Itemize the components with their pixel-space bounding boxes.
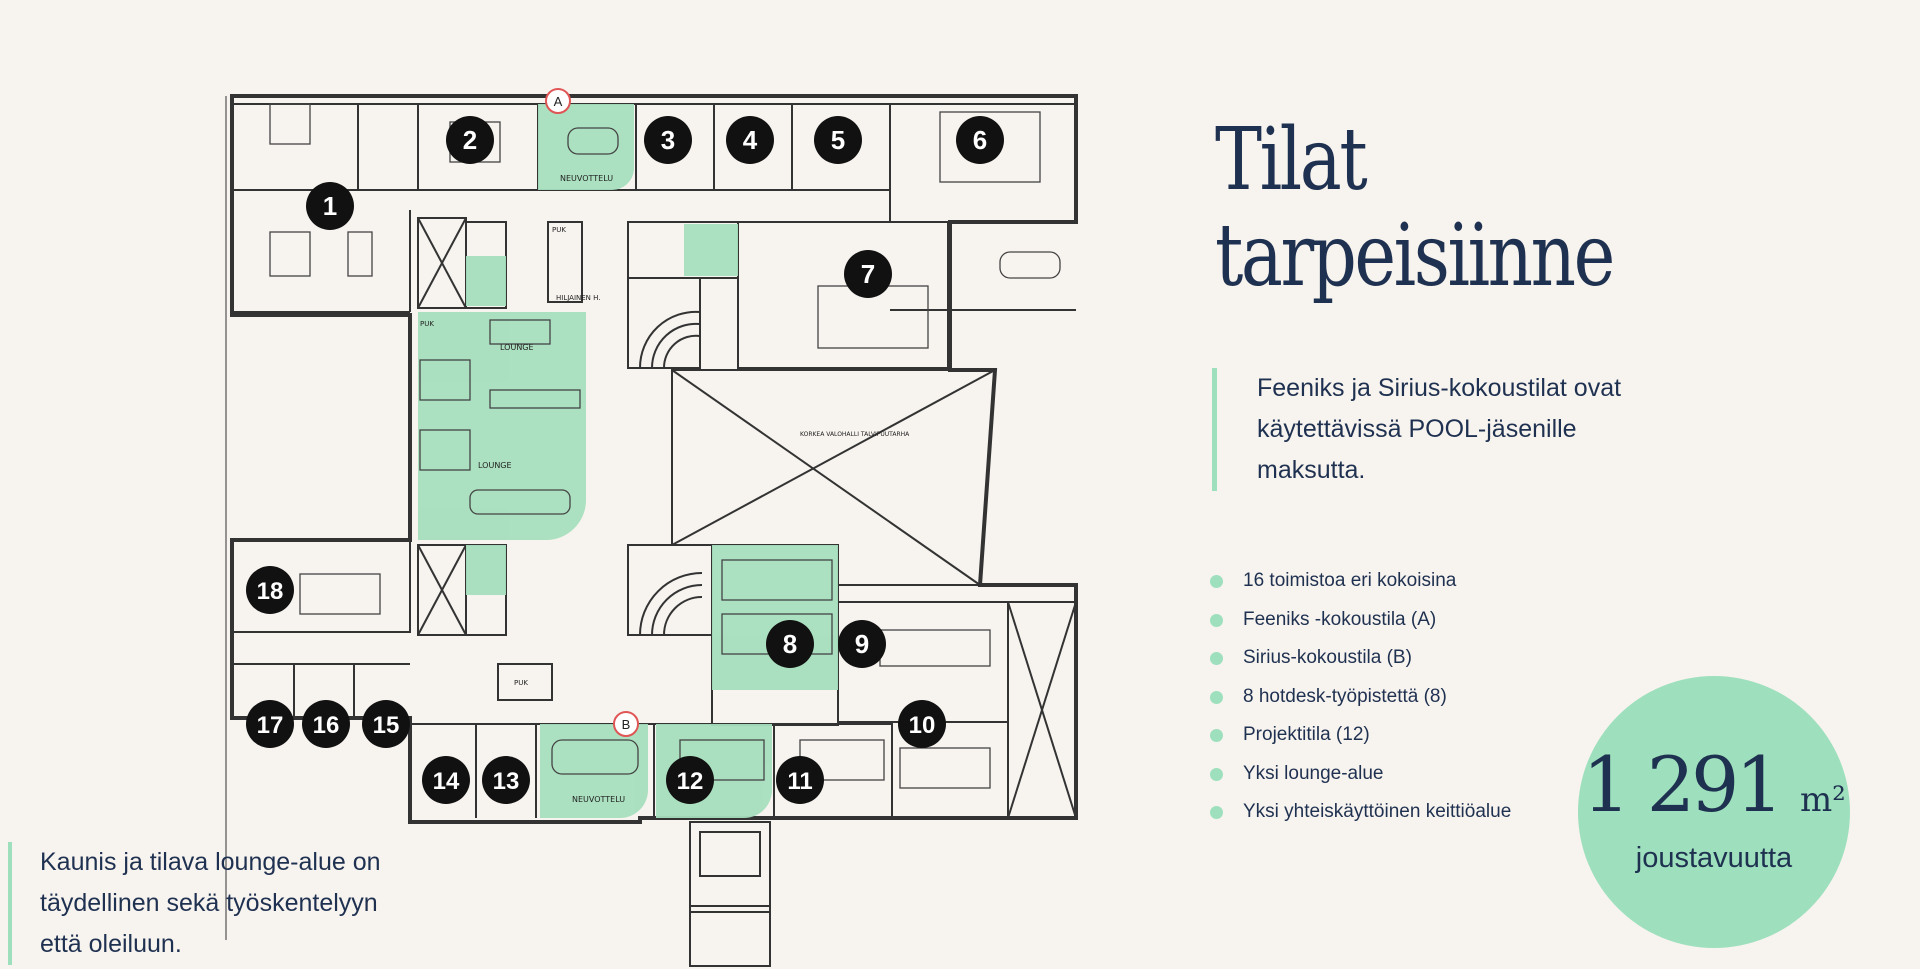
svg-text:9: 9	[855, 629, 869, 659]
bullet-dot-icon	[1210, 613, 1223, 627]
feature-text: Yksi yhteiskäyttöinen keittiöalue	[1243, 801, 1512, 822]
bullet-dot-icon	[1210, 652, 1223, 665]
feature-text: Feeniks -kokoustila (A)	[1243, 608, 1437, 630]
page-title-line-1: Tilat	[1215, 110, 1368, 210]
room-marker-10: 10	[898, 700, 946, 748]
svg-text:18: 18	[257, 578, 284, 605]
bullet-dot-icon	[1210, 690, 1223, 704]
svg-text:2: 2	[463, 125, 477, 155]
room-marker-12: 12	[666, 756, 714, 804]
label-puk-top: PUK	[552, 226, 566, 234]
feature-item: Projektitila (12)	[1208, 716, 1511, 755]
feature-text: Sirius-kokoustila (B)	[1243, 647, 1412, 668]
svg-text:7: 7	[861, 259, 875, 289]
page-title-line-2: tarpeisiinne	[1215, 206, 1615, 306]
room-marker-9: 9	[838, 620, 886, 668]
svg-text:A: A	[554, 94, 563, 109]
intro-quote: Feeniks ja Sirius-kokoustilat ovat käyte…	[1212, 368, 1657, 491]
feature-text: Yksi lounge-alue	[1243, 762, 1384, 784]
label-hiljainen: HILJAINEN H.	[556, 294, 601, 302]
label-lounge-bottom: LOUNGE	[478, 461, 512, 470]
area-unit: m²	[1799, 780, 1846, 820]
bullet-dot-icon	[1210, 806, 1223, 819]
feature-text: 8 hotdesk-työpistettä (8)	[1243, 685, 1447, 707]
svg-text:6: 6	[973, 125, 987, 155]
svg-text:17: 17	[257, 712, 284, 739]
room-marker-18: 18	[246, 566, 294, 614]
svg-text:8: 8	[783, 629, 797, 659]
room-marker-14: 14	[422, 756, 470, 804]
room-marker-2: 2	[446, 116, 494, 164]
svg-text:3: 3	[661, 125, 675, 155]
svg-text:14: 14	[433, 768, 460, 795]
svg-text:10: 10	[909, 712, 936, 739]
floor-plan: NEUVOTTELU NEUVOTTELU LOUNGE LOUNGE KORK…	[225, 88, 1078, 967]
area-number: 1 291	[1582, 740, 1784, 829]
feature-item: Feeniks -kokoustila (A)	[1208, 601, 1511, 640]
room-marker-7: 7	[844, 250, 892, 298]
label-neuvottelu-b: NEUVOTTELU	[572, 795, 625, 804]
label-neuvottelu-a: NEUVOTTELU	[560, 174, 613, 183]
label-puk-bottom: PUK	[514, 679, 528, 687]
feature-item: Sirius-kokoustila (B)	[1208, 639, 1511, 678]
meeting-marker-b: B	[613, 711, 639, 737]
svg-text:12: 12	[677, 768, 704, 795]
area-badge: 1 291 m² joustavuutta	[1578, 676, 1850, 948]
room-marker-8: 8	[766, 620, 814, 668]
feature-item: Yksi yhteiskäyttöinen keittiöalue	[1208, 793, 1511, 832]
room-marker-13: 13	[482, 756, 530, 804]
svg-text:11: 11	[787, 768, 812, 795]
label-light-hall: KORKEA VALOHALLI TALVIPUUTARHA	[800, 431, 910, 438]
lounge-caption: Kaunis ja tilava lounge-alue on täydelli…	[8, 842, 420, 965]
room-marker-5: 5	[814, 116, 862, 164]
feature-text: 16 toimistoa eri kokoisina	[1243, 570, 1457, 591]
room-marker-1: 1	[306, 182, 354, 230]
bullet-dot-icon	[1210, 729, 1223, 742]
room-marker-6: 6	[956, 116, 1004, 164]
svg-text:4: 4	[743, 125, 758, 155]
room-marker-4: 4	[726, 116, 774, 164]
meeting-marker-a: A	[545, 88, 571, 114]
feature-text: Projektitila (12)	[1243, 724, 1370, 745]
area-label: joustavuutta	[1635, 842, 1793, 874]
bullet-dot-icon	[1210, 575, 1223, 588]
label-puk-left: PUK	[420, 320, 434, 328]
room-marker-17: 17	[246, 700, 294, 748]
room-marker-15: 15	[362, 700, 410, 748]
svg-text:13: 13	[493, 768, 520, 795]
label-lounge-top: LOUNGE	[500, 343, 534, 352]
page-title: Tilat tarpeisiinne	[1215, 110, 1615, 306]
room-marker-11: 11	[776, 756, 824, 804]
area-value: 1 291 m²	[1578, 740, 1850, 829]
svg-text:15: 15	[373, 712, 400, 739]
svg-text:1: 1	[323, 191, 337, 221]
room-marker-3: 3	[644, 116, 692, 164]
room-marker-16: 16	[302, 700, 350, 748]
feature-item: Yksi lounge-alue	[1208, 755, 1511, 794]
svg-text:B: B	[622, 717, 631, 732]
feature-item: 16 toimistoa eri kokoisina	[1208, 562, 1511, 601]
feature-item: 8 hotdesk-työpistettä (8)	[1208, 678, 1511, 717]
svg-text:16: 16	[313, 712, 340, 739]
svg-text:5: 5	[831, 125, 845, 155]
bullet-dot-icon	[1210, 767, 1223, 781]
